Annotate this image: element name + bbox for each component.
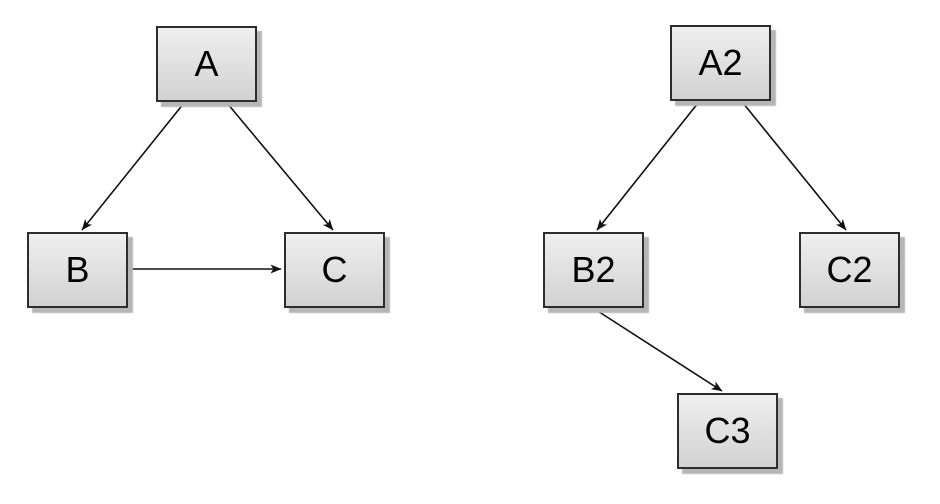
node-C3-label: C3: [704, 410, 751, 451]
edge-A2-to-B2[interactable]: [596, 102, 699, 231]
node-C2[interactable]: C2: [799, 232, 900, 308]
edge-A-to-C[interactable]: [226, 102, 334, 231]
node-A2-label: A2: [698, 42, 743, 83]
node-C2-label: C2: [826, 249, 873, 290]
node-B2-label: B2: [571, 249, 616, 290]
node-C3[interactable]: C3: [677, 393, 778, 469]
node-C[interactable]: C: [284, 232, 385, 308]
node-B[interactable]: B: [27, 232, 128, 308]
edge-B2-to-C3[interactable]: [592, 307, 723, 392]
node-A-label: A: [194, 43, 219, 84]
node-C-label: C: [321, 249, 348, 290]
node-B-label: B: [65, 249, 90, 290]
edge-A2-to-C2[interactable]: [742, 102, 847, 231]
node-A[interactable]: A: [156, 26, 257, 102]
node-A2[interactable]: A2: [670, 25, 771, 101]
node-B2[interactable]: B2: [543, 232, 644, 308]
edge-A-to-B[interactable]: [81, 102, 185, 231]
